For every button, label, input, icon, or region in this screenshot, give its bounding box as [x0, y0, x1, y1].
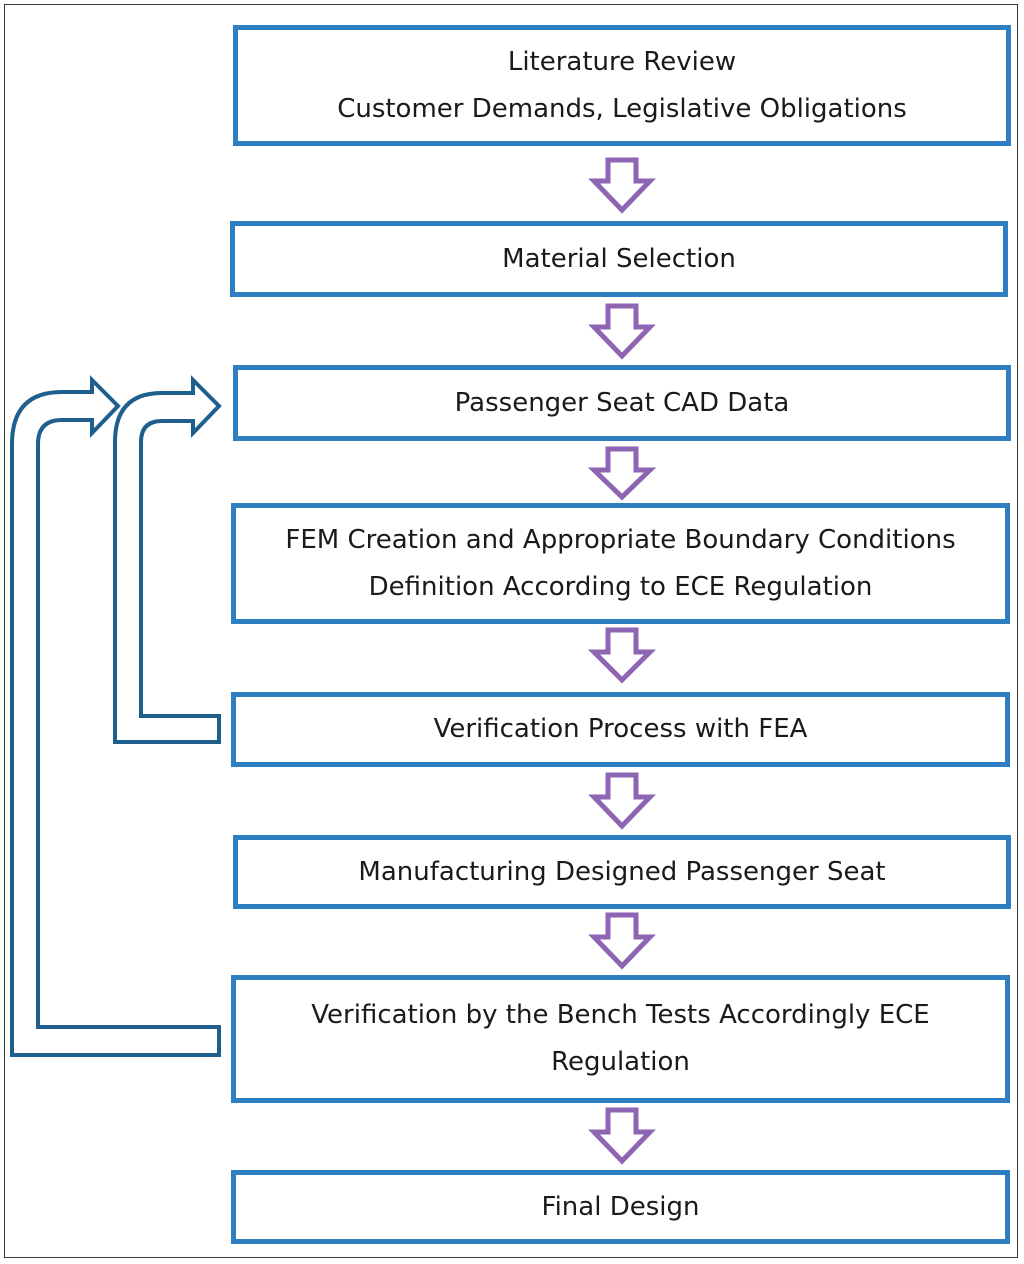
- step-text-line: Customer Demands, Legislative Obligation…: [337, 93, 907, 124]
- step-text-line: Definition According to ECE Regulation: [368, 571, 873, 602]
- step-manufacturing: Manufacturing Designed Passenger Seat: [233, 835, 1011, 909]
- step-text-line: Manufacturing Designed Passenger Seat: [358, 856, 886, 887]
- step-bench-tests: Verification by the Bench Tests Accordin…: [231, 975, 1010, 1103]
- step-text-line: Material Selection: [502, 243, 736, 274]
- down-arrow-icon: [588, 303, 656, 360]
- step-final-design: Final Design: [231, 1170, 1010, 1244]
- step-text-line: Passenger Seat CAD Data: [454, 387, 790, 418]
- step-text-line: Final Design: [541, 1191, 700, 1222]
- figure-frame: [4, 4, 1018, 1258]
- step-text-line: Verification Process with FEA: [433, 714, 808, 744]
- step-text-line: FEM Creation and Appropriate Boundary Co…: [285, 524, 956, 555]
- down-arrow-icon: [588, 772, 656, 830]
- down-arrow-icon: [588, 157, 656, 214]
- down-arrow-icon: [587, 627, 657, 684]
- step-literature-review: Literature Review Customer Demands, Legi…: [233, 25, 1011, 146]
- step-text-line: Regulation: [551, 1047, 690, 1077]
- step-material-selection: Material Selection: [230, 221, 1008, 297]
- feedback-arrow-fea-to-cad: [113, 375, 222, 744]
- feedback-arrow-bench-to-cad: [10, 375, 221, 1057]
- step-text-line: Literature Review: [507, 46, 737, 77]
- down-arrow-icon: [588, 1107, 656, 1165]
- step-passenger-seat-cad-data: Passenger Seat CAD Data: [233, 365, 1011, 441]
- step-verification-fea: Verification Process with FEA: [231, 692, 1010, 767]
- down-arrow-icon: [588, 912, 656, 970]
- step-text-line: Verification by the Bench Tests Accordin…: [311, 1000, 930, 1030]
- step-fem-creation: FEM Creation and Appropriate Boundary Co…: [231, 503, 1010, 624]
- down-arrow-icon: [587, 446, 657, 501]
